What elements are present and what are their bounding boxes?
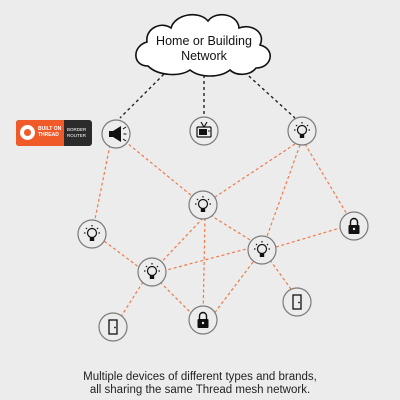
mesh-link: [91, 144, 111, 235]
badge-right-line-2: ROUTER: [67, 133, 86, 138]
mesh-link: [99, 237, 141, 269]
bulb-center-right-node: [247, 235, 277, 265]
mesh-link: [202, 217, 206, 321]
mesh-link: [304, 143, 355, 227]
mesh-link: [212, 261, 254, 316]
tv-icon: [196, 121, 212, 138]
uplink-border-router: [119, 69, 169, 119]
border-router-node: [101, 119, 131, 149]
cloud: Home or Building Network: [135, 13, 271, 77]
mesh-link: [115, 133, 204, 206]
light-bulb-icon: [144, 263, 160, 279]
built-on-thread-badge: BUILT ON THREAD BORDER ROUTER: [16, 120, 92, 146]
diagram-caption: Multiple devices of different types and …: [0, 371, 400, 397]
door-icon: [108, 319, 118, 335]
light-bulb-icon: [195, 196, 211, 212]
badge-left-line-1: BUILT ON: [38, 126, 62, 132]
bulb-left-node: [77, 219, 107, 249]
lock-icon: [348, 217, 360, 234]
cloud-shape: [135, 13, 271, 77]
mesh-link: [269, 259, 294, 293]
light-bulb-icon: [84, 225, 100, 241]
caption-line-2: all sharing the same Thread mesh network…: [89, 384, 311, 396]
door-right-node: [282, 287, 312, 317]
mesh-link: [159, 281, 197, 319]
door-icon: [292, 294, 302, 310]
badge-built-on-thread-text: BUILT ON THREAD: [38, 126, 64, 138]
cloud-label-line-2: Network: [181, 49, 228, 63]
door-left-node: [98, 312, 128, 342]
mesh-link: [202, 143, 296, 206]
tv-node: [189, 116, 219, 146]
uplink-lines: [119, 67, 296, 119]
caption-line-1: Multiple devices of different types and …: [83, 371, 317, 383]
bulb-top-right-node: [287, 116, 317, 146]
lock-icon: [197, 311, 209, 328]
badge-right-line-1: BORDER: [67, 127, 87, 132]
mesh-link: [275, 227, 341, 248]
badge-left-line-2: THREAD: [38, 132, 59, 138]
lock-right-node: [339, 211, 369, 241]
bulb-lower-left-node: [137, 257, 167, 287]
badge-border-router-text: BORDER ROUTER: [67, 127, 91, 139]
mesh-link: [162, 247, 251, 272]
bulb-center-node: [188, 190, 218, 220]
uplink-bulb-top-right: [239, 67, 296, 119]
light-bulb-icon: [294, 122, 310, 138]
mesh-link: [261, 144, 301, 251]
thread-logo-icon: [20, 125, 35, 140]
cloud-label-line-1: Home or Building: [156, 34, 252, 48]
badge-left-panel: BUILT ON THREAD: [16, 120, 64, 146]
mesh-link: [209, 214, 256, 244]
megaphone-icon: [109, 126, 127, 142]
light-bulb-icon: [254, 241, 270, 257]
lock-bottom-node: [188, 305, 218, 335]
mesh-links: [91, 133, 355, 327]
